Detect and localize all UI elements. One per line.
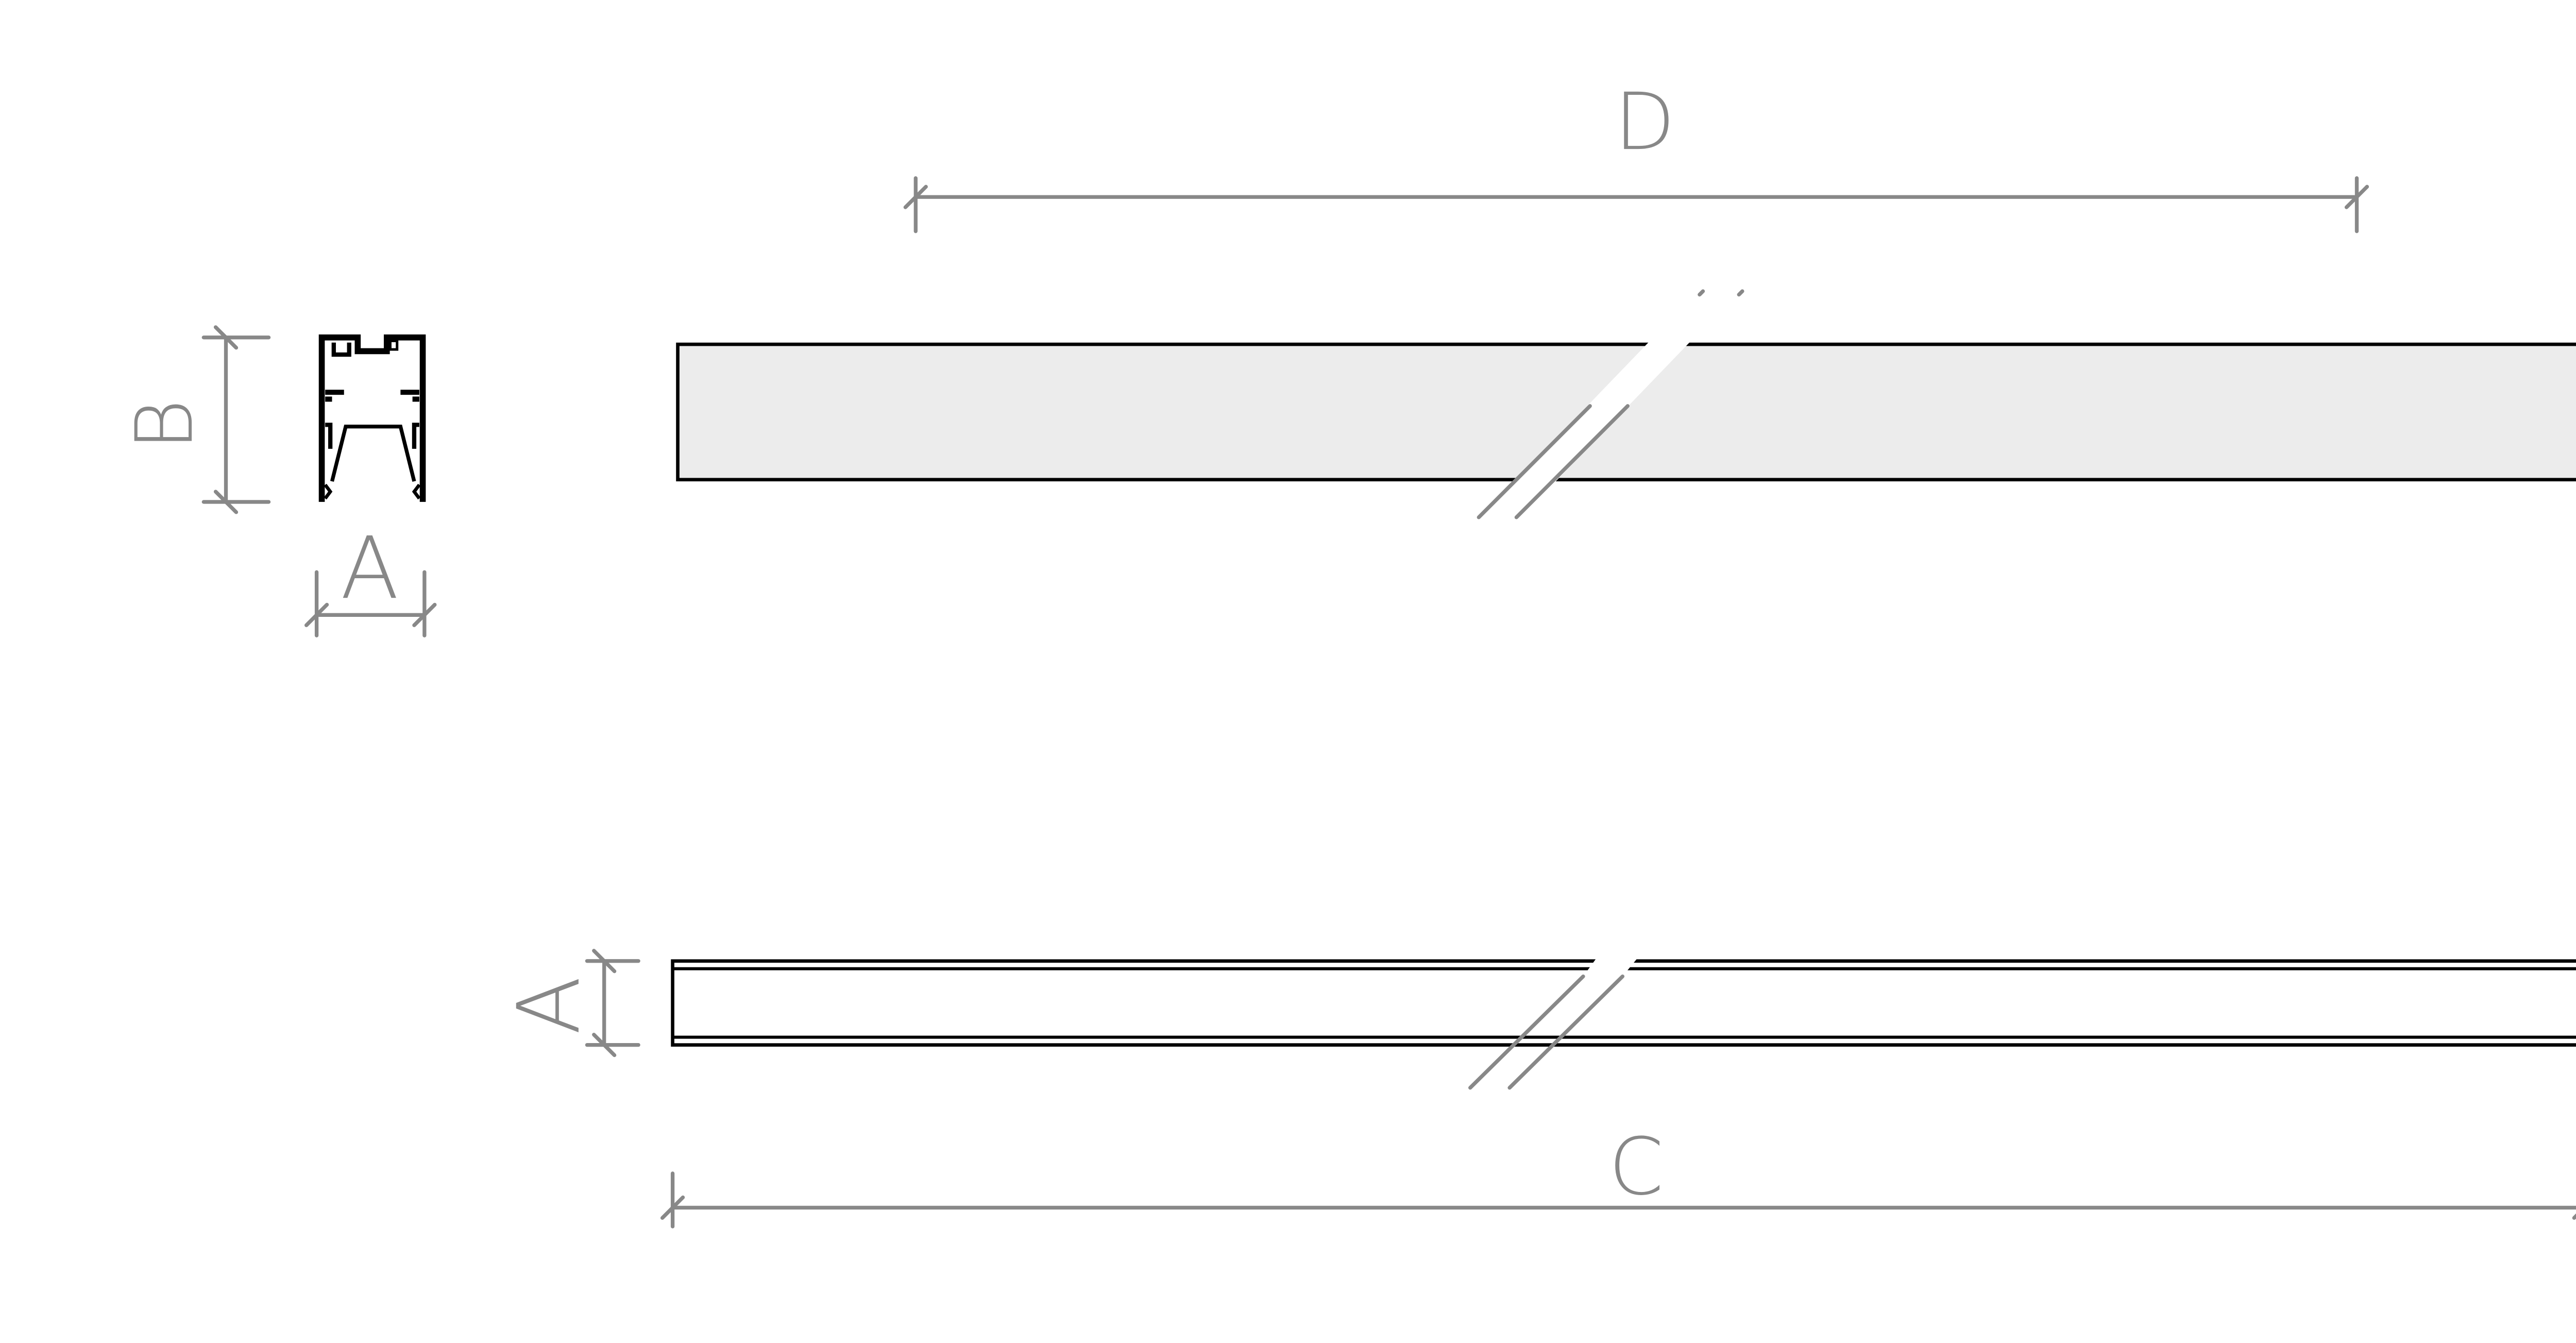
dimension-b: B: [119, 325, 271, 514]
profile-cross-section: [318, 334, 426, 502]
dimension-a-section: A: [304, 519, 437, 637]
dimension-c: C: [660, 1121, 2576, 1229]
label-b: B: [119, 399, 211, 450]
label-d: D: [1615, 76, 1675, 168]
profile-top-view: [676, 289, 2576, 519]
dimension-a-side: A: [500, 949, 640, 1057]
label-c: C: [1609, 1121, 1664, 1213]
dimension-d: D: [903, 76, 2369, 233]
label-a-section: A: [341, 519, 399, 618]
label-a-side: A: [500, 976, 599, 1035]
profile-side-view: [671, 958, 2576, 1090]
